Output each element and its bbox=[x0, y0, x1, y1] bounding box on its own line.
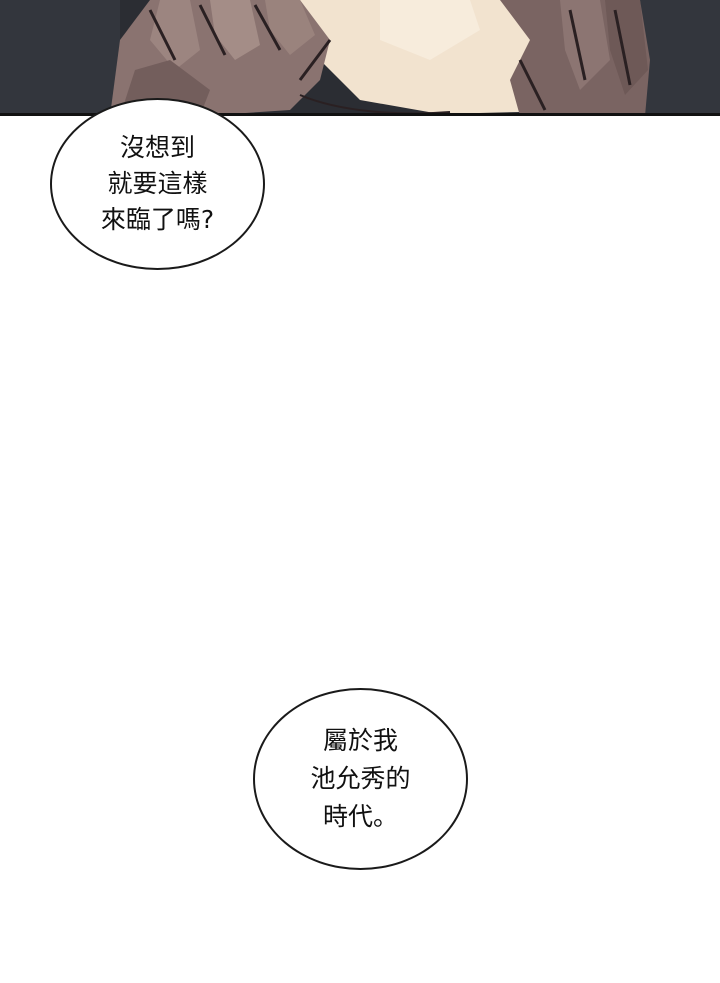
speech-bubble-2: 屬於我 池允秀的 時代。 bbox=[253, 688, 468, 870]
speech-text-2: 屬於我 池允秀的 時代。 bbox=[310, 722, 410, 836]
speech-line: 就要這樣 bbox=[107, 169, 208, 198]
speech-text-1: 沒想到 就要這樣 來臨了嗎? bbox=[101, 130, 214, 238]
speech-line: 沒想到 bbox=[119, 133, 195, 162]
speech-line: 時代。 bbox=[322, 802, 398, 831]
hands-artwork bbox=[0, 0, 720, 116]
speech-line: 池允秀的 bbox=[310, 764, 411, 793]
speech-bubble-1: 沒想到 就要這樣 來臨了嗎? bbox=[50, 98, 265, 270]
speech-line: 屬於我 bbox=[322, 726, 398, 755]
speech-line: 來臨了嗎? bbox=[100, 205, 215, 234]
comic-panel-hands bbox=[0, 0, 720, 116]
